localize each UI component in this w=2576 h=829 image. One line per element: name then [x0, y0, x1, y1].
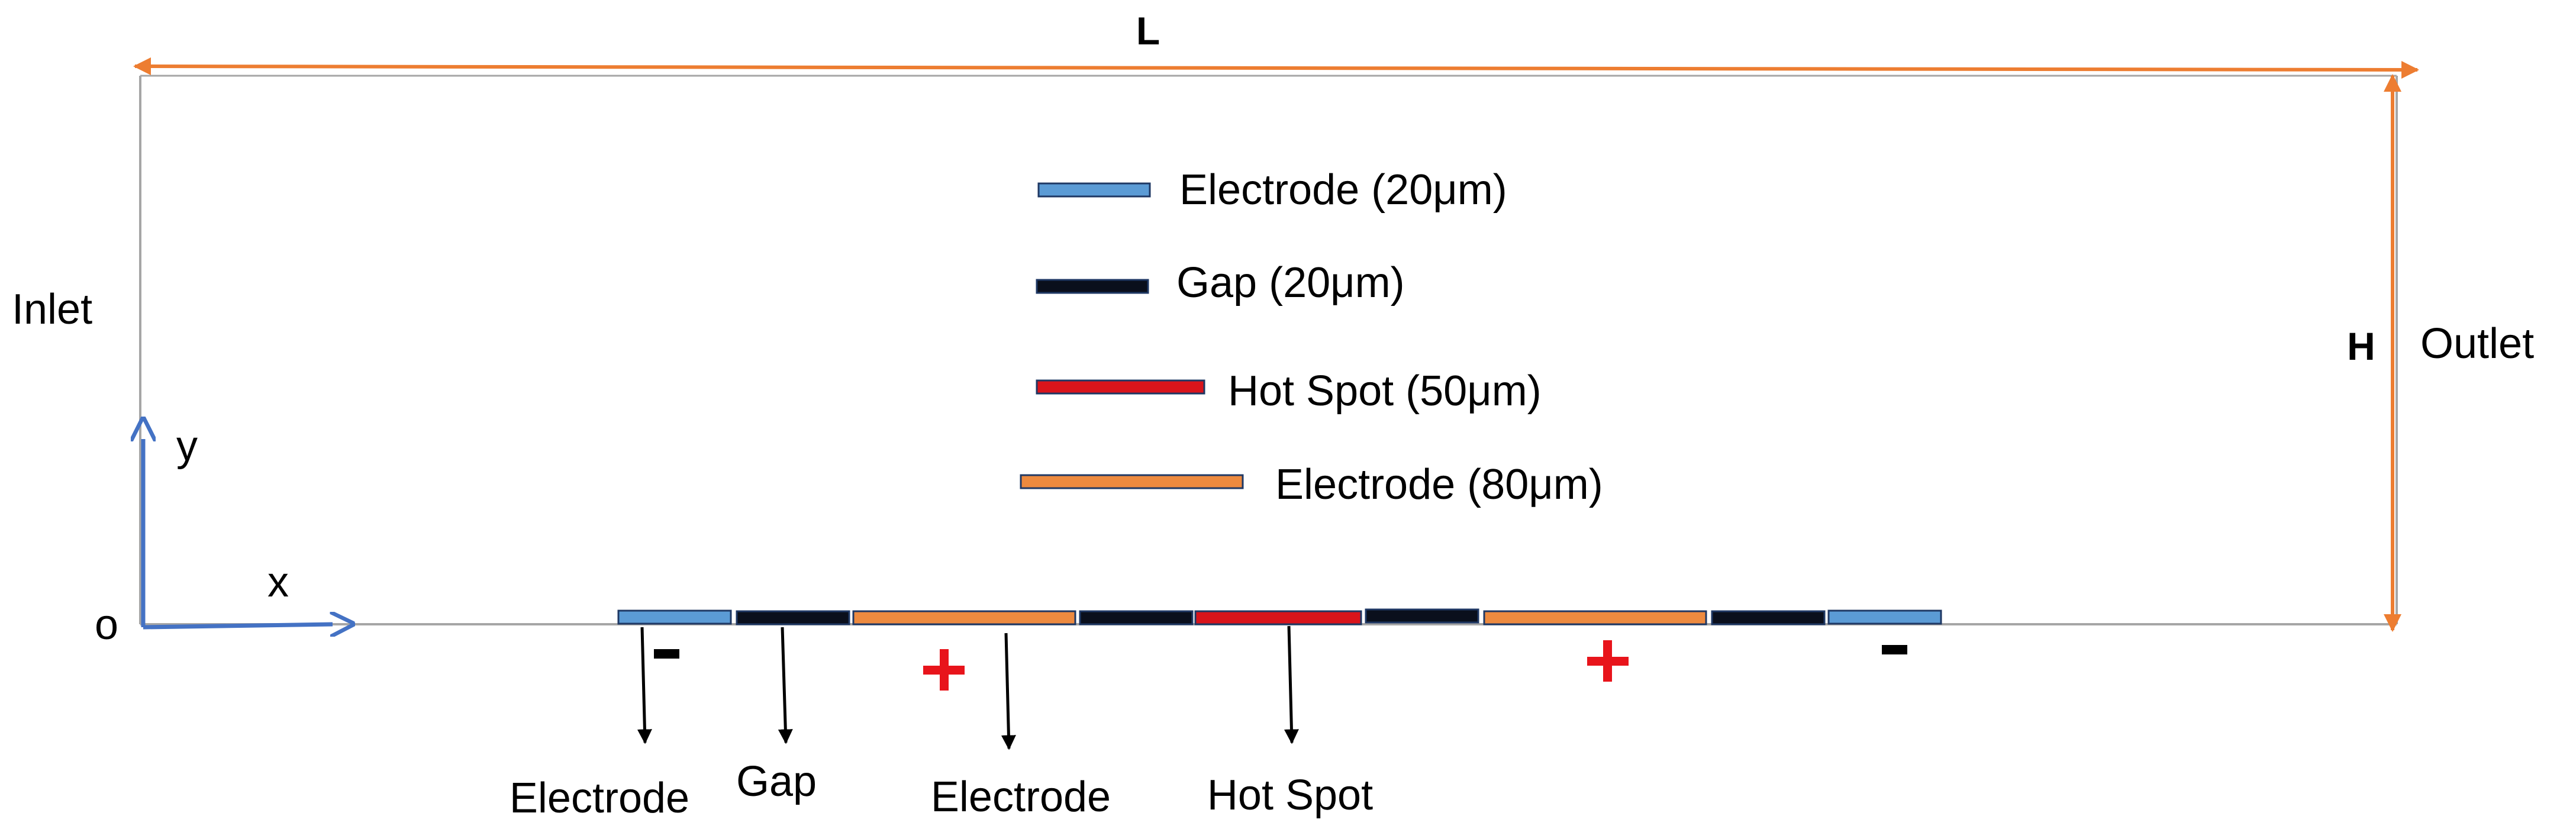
legend-swatch-electrode-80 [1020, 474, 1244, 489]
origin-label: o [95, 601, 118, 649]
inlet-label: Inlet [12, 286, 92, 333]
legend-label-hotspot-50: Hot Spot (50μm) [1228, 367, 1542, 415]
x-axis-label: x [267, 559, 289, 606]
strip-segment-gap-20 [1711, 610, 1826, 625]
strip-segment-gap-20 [736, 610, 850, 625]
strip-segment-electrode-80 [852, 610, 1076, 625]
callout-arrow-gap [778, 627, 793, 744]
x-axis-arrow [143, 624, 333, 627]
callout-label-hot-spot: Hot Spot [1207, 772, 1373, 819]
length-dimension-arrow [133, 57, 2419, 79]
outlet-label: Outlet [2420, 320, 2534, 367]
callout-arrow-electrode-20 [637, 627, 652, 744]
legend-swatch-hotspot-50 [1036, 379, 1205, 395]
strip-segment-gap-20 [1365, 608, 1479, 624]
height-label: H [2347, 324, 2375, 368]
legend-swatch-gap-20 [1036, 279, 1149, 294]
legend: Electrode (20μm) Gap (20μm) Hot Spot (50… [1020, 166, 1603, 508]
length-label: L [1136, 9, 1160, 53]
strip-segment-electrode-20 [1827, 609, 1942, 625]
strip-segment-gap-20 [1079, 610, 1194, 625]
callout-label-gap: Gap [736, 758, 817, 805]
legend-label-electrode-20: Electrode (20μm) [1179, 166, 1507, 214]
callout-label-electrode-80: Electrode [931, 773, 1111, 821]
strip-segment-electrode-20 [617, 609, 732, 625]
positive-sign-left [923, 649, 965, 691]
legend-label-electrode-80: Electrode (80μm) [1275, 461, 1603, 508]
strip-segment-electrode-80 [1483, 610, 1707, 625]
legend-label-gap-20: Gap (20μm) [1176, 259, 1405, 307]
negative-sign-left [654, 649, 679, 659]
positive-sign-right [1587, 640, 1629, 682]
strip-segment-hotspot-50 [1194, 610, 1362, 625]
heater-electrode-strip [617, 608, 1942, 625]
legend-swatch-electrode-20 [1037, 182, 1151, 198]
negative-sign-right [1882, 645, 1907, 654]
callout-label-electrode-20: Electrode [510, 775, 689, 822]
y-axis-label: y [176, 422, 198, 470]
callout-arrow-electrode-80 [1001, 633, 1016, 750]
callout-arrow-hot-spot [1284, 625, 1299, 744]
